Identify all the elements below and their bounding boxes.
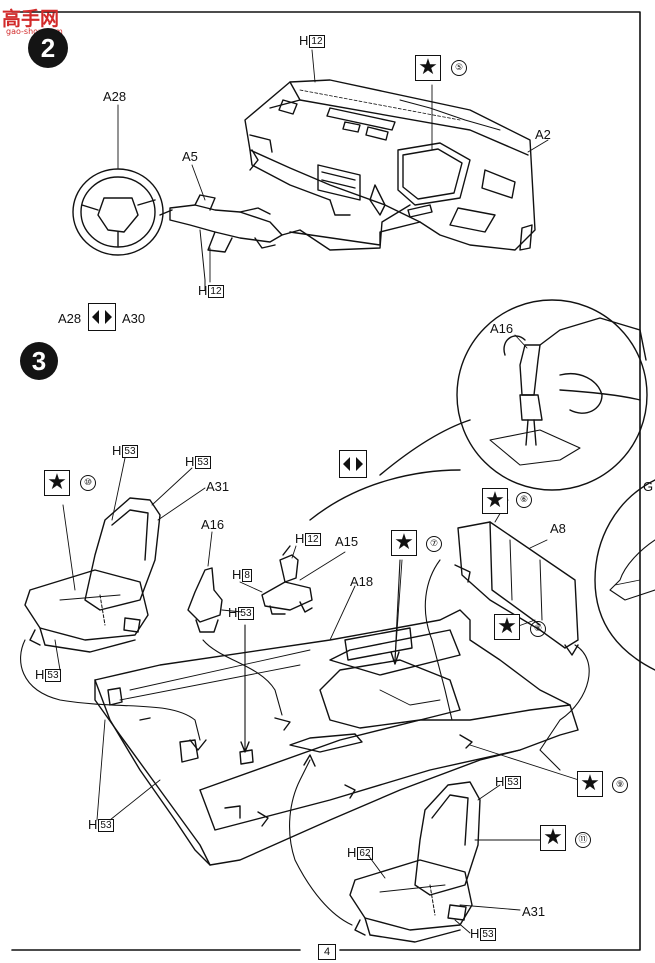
label-a16: A16 xyxy=(201,517,225,532)
step-3-marker: 3 xyxy=(20,342,58,380)
steering-column-drawing xyxy=(169,194,411,291)
paint-star-icon: ★ xyxy=(44,470,70,496)
paint-ref-11: ⑪ xyxy=(575,832,591,848)
paint-ref-7: ⑦ xyxy=(426,536,442,552)
label-a30: A30 xyxy=(122,311,146,326)
leader-lines xyxy=(54,49,586,934)
steering-wheel-drawing xyxy=(72,168,173,256)
watermark-logo: 高手网 xyxy=(2,8,60,30)
paint-ref-8: ⑧ xyxy=(530,621,546,637)
step-2-marker: 2 xyxy=(28,28,68,68)
label-a16-inset: A16 xyxy=(490,321,514,336)
label-a31-left: A31 xyxy=(206,479,230,494)
dashboard-drawing xyxy=(244,79,536,251)
label-g-edge: G xyxy=(643,479,654,494)
paint-star-icon: ★ xyxy=(577,771,603,797)
inset-circle-g-drawing xyxy=(594,479,655,671)
inset-circle-drawing xyxy=(309,299,648,521)
paint-ref-9: ⑨ xyxy=(612,777,628,793)
paint-ref-6: ⑥ xyxy=(516,492,532,508)
diamond-arrow-icon xyxy=(88,303,116,331)
label-a8: A8 xyxy=(550,521,566,536)
floor-pan-drawing xyxy=(94,609,579,866)
label-a15: A15 xyxy=(335,534,359,549)
paint-ref-10: ⑩ xyxy=(80,475,96,491)
paint-star-icon: ★ xyxy=(494,614,520,640)
rear-seat-drawing xyxy=(390,521,590,771)
right-seat-drawing xyxy=(289,754,481,943)
shift-lever-drawing xyxy=(187,545,313,753)
paint-ref-5: ⑤ xyxy=(451,60,467,76)
label-a18: A18 xyxy=(350,574,374,589)
label-a31-right: A31 xyxy=(522,904,546,919)
label-a5: A5 xyxy=(182,149,198,164)
paint-star-icon: ★ xyxy=(391,530,417,556)
paint-star-icon: ★ xyxy=(540,825,566,851)
left-seat-drawing xyxy=(20,497,207,751)
paint-star-icon: ★ xyxy=(415,55,441,81)
paint-star-icon: ★ xyxy=(482,488,508,514)
page-number: 4 xyxy=(318,944,336,960)
label-a2: A2 xyxy=(535,127,551,142)
diamond-arrow-icon xyxy=(339,450,367,478)
label-a28-wheel: A28 xyxy=(103,89,127,104)
label-a28-pair: A28 xyxy=(58,311,82,326)
